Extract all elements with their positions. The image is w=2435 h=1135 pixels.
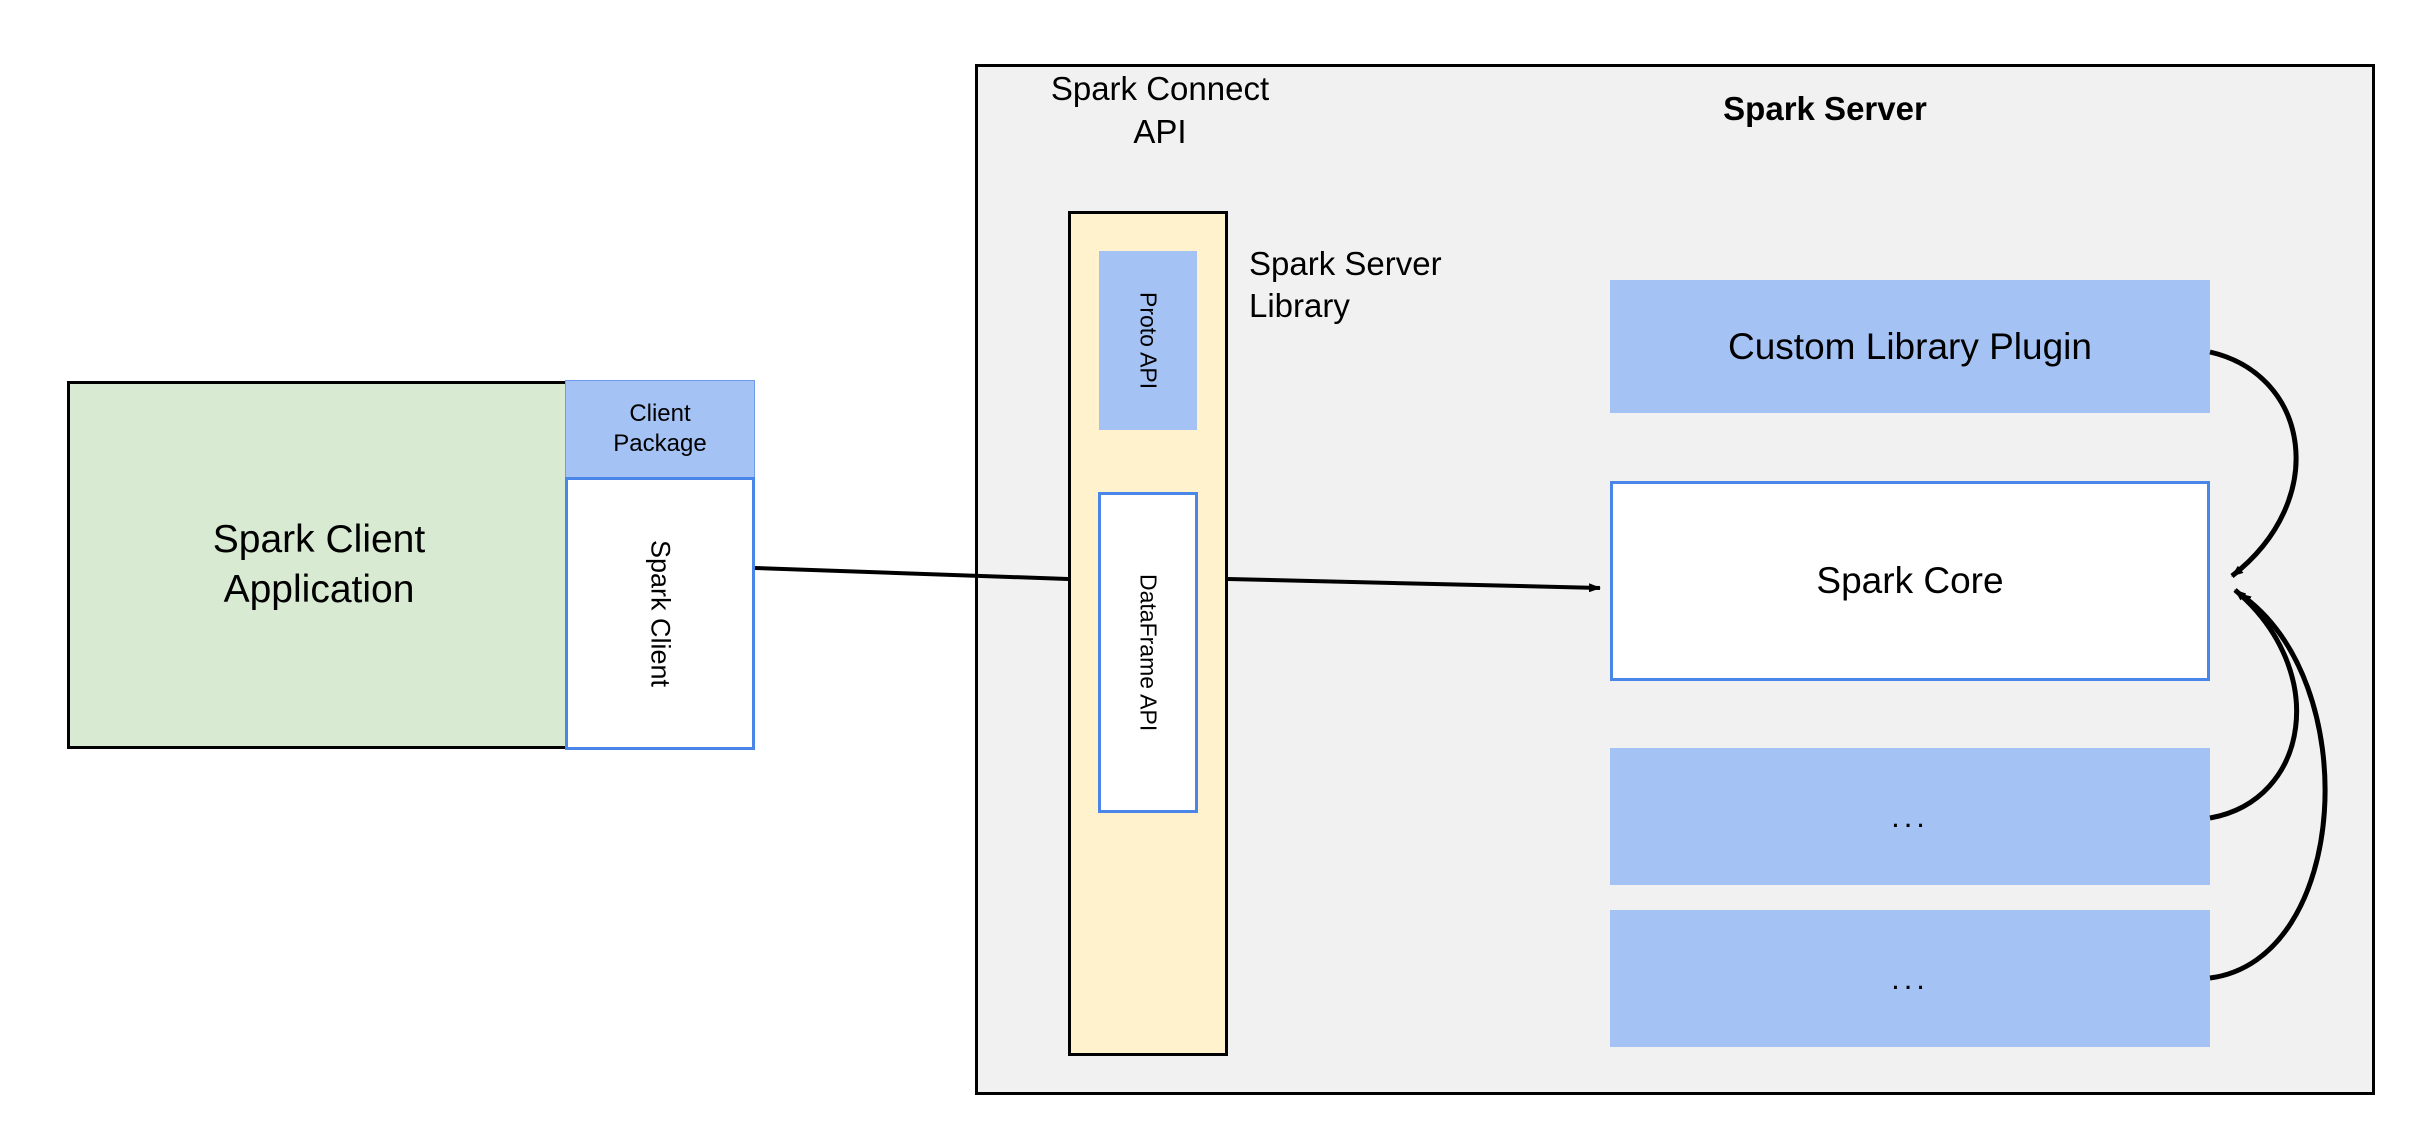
proto-api-box[interactable]: Proto API (1099, 251, 1197, 430)
server-component-ellipsis-box-2[interactable]: ... (1610, 910, 2210, 1047)
spark-server-title: Spark Server (1723, 90, 1927, 127)
custom-library-plugin-box[interactable]: Custom Library Plugin (1610, 280, 2210, 413)
custom-library-plugin-label: Custom Library Plugin (1728, 325, 2092, 367)
server-component-ellipsis-box-1[interactable]: ... (1610, 748, 2210, 885)
server-component-ellipsis-label-2: ... (1891, 960, 1929, 996)
dataframe-api-box[interactable]: DataFrame API (1098, 492, 1198, 813)
proto-api-label: Proto API (1135, 291, 1162, 390)
spark-connect-api-label: Spark Connect API (1050, 70, 1270, 150)
server-component-ellipsis-label-1: ... (1891, 798, 1929, 834)
spark-client-application-label: Spark Client Application (212, 518, 426, 611)
client-package-box[interactable]: Client Package (565, 380, 755, 478)
spark-client-box[interactable]: Spark Client (565, 477, 755, 750)
spark-core-box[interactable]: Spark Core (1610, 481, 2210, 681)
spark-core-label: Spark Core (1816, 560, 2004, 601)
spark-client-application-box[interactable]: Spark Client Application (67, 381, 571, 749)
spark-client-label: Spark Client (645, 539, 676, 688)
dataframe-api-label: DataFrame API (1135, 573, 1162, 732)
client-package-label: Client Package (613, 400, 707, 457)
spark-server-library-label: Spark Server Library (1249, 245, 1442, 325)
